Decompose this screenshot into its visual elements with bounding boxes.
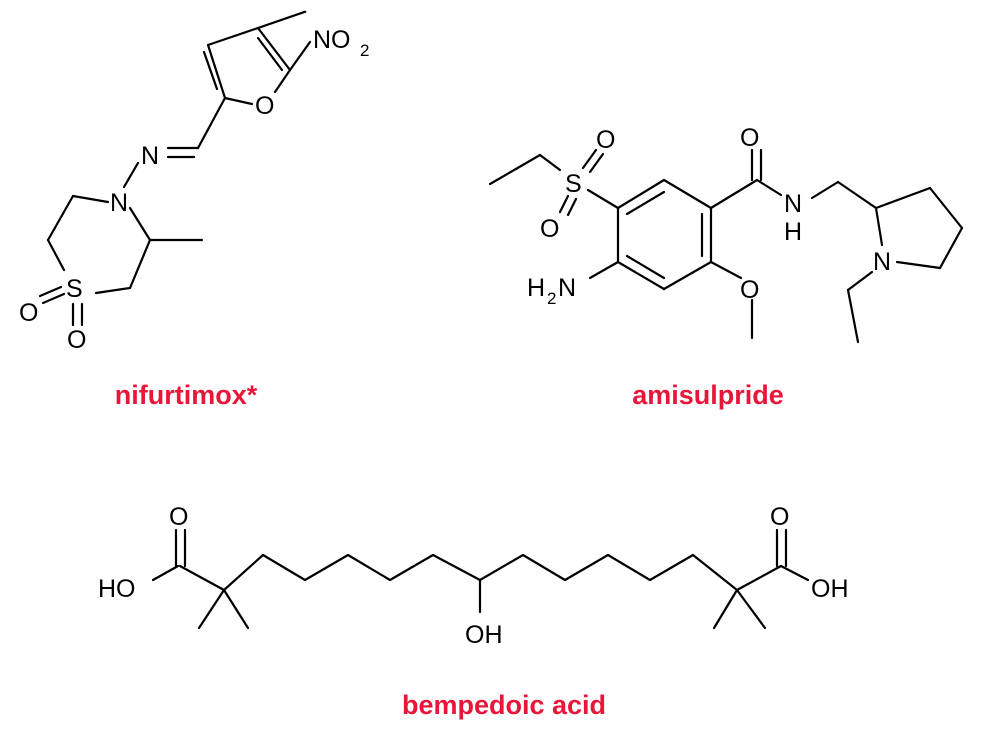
amisulpride-structure — [488, 148, 964, 344]
right-hydroxyl-label: OH — [811, 575, 849, 603]
amine-subscript: 2 — [547, 289, 556, 308]
amide-nitrogen-label: N — [784, 190, 802, 218]
amisulpride-name: amisulpride — [632, 380, 784, 410]
amine-nitrogen-label: N — [558, 274, 576, 302]
sulfonyl-oxygen-left-label: O — [19, 299, 38, 327]
ring-nitrogen-label: N — [110, 189, 128, 217]
furan-oxygen-label: O — [255, 92, 274, 120]
nitro-subscript: 2 — [360, 41, 369, 60]
sulfonyl-oxygen-bottom-label: O — [67, 326, 86, 354]
sulfonyl-oxygen-top-label: O — [596, 126, 615, 154]
pyrrolidine-nitrogen-label: N — [873, 248, 891, 276]
nifurtimox-name: nifurtimox* — [115, 380, 258, 410]
ring-sulfur-label: S — [66, 275, 83, 303]
right-carbonyl-oxygen-label: O — [770, 503, 789, 531]
carbonyl-oxygen-label: O — [740, 124, 759, 152]
nitro-label: NO — [313, 26, 351, 54]
nifurtimox-structure — [38, 10, 312, 327]
amide-hydrogen-label: H — [784, 218, 802, 246]
sulfonyl-oxygen-bottom-label: O — [540, 215, 559, 243]
sulfonyl-sulfur-label: S — [565, 170, 582, 198]
left-hydroxyl-label: HO — [98, 575, 136, 603]
bempedoic-acid-structure — [151, 528, 810, 630]
methoxy-oxygen-label: O — [740, 276, 759, 304]
left-carbonyl-oxygen-label: O — [169, 503, 188, 531]
amine-hydrogen-label: H — [527, 274, 545, 302]
middle-hydroxyl-label: OH — [465, 621, 503, 649]
bempedoic-acid-name: bempedoic acid — [402, 690, 606, 720]
imine-nitrogen-label: N — [141, 142, 159, 170]
